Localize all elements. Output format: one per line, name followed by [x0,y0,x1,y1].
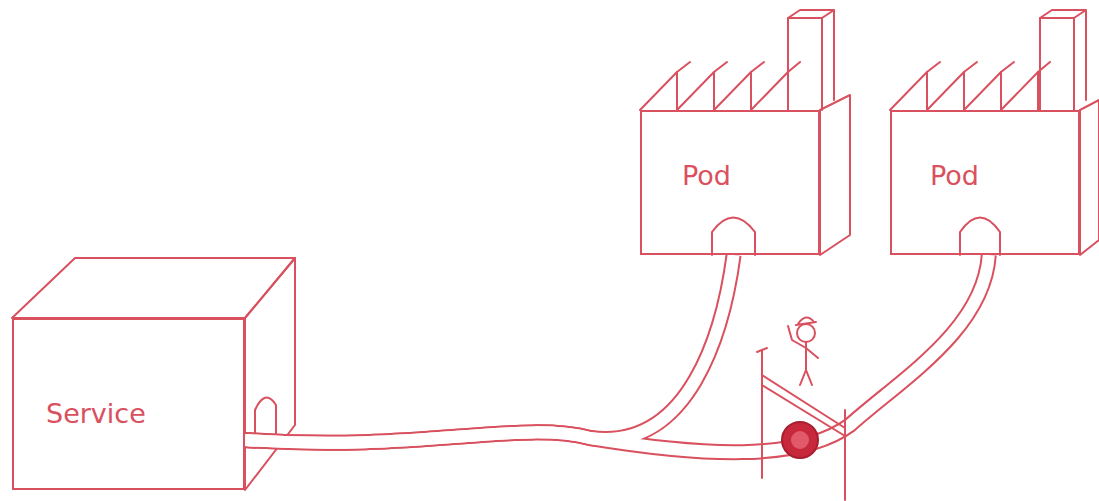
roof-depth [927,62,1050,72]
road-outlines [245,255,989,452]
road-connector [245,255,989,452]
chimney-depth [1040,10,1086,100]
guard-cap [796,317,816,325]
guard-head [797,324,815,342]
pod-side [820,95,850,255]
road-surfaces [245,255,989,452]
node-label: Pod [930,160,979,191]
pod-door [712,218,755,256]
roof-depth [677,62,800,72]
stop-sign [782,422,818,458]
gate-post [844,410,846,500]
pod-factory: Pod [890,110,1080,255]
road-connector [245,255,734,443]
service-box: Service [12,318,245,490]
guard-arms [788,326,818,358]
chimney [788,18,822,110]
stop-sign-center [791,431,809,449]
cube-side [245,258,295,490]
sawtooth-roof [890,72,1038,110]
pod-factory: Pod [640,110,820,255]
node-label: Service [46,398,146,429]
node-label: Pod [682,160,731,191]
pod-door [960,218,1000,256]
chimney-depth [788,10,834,100]
sawtooth-roof [640,72,788,110]
pod-side [1080,100,1099,255]
chimney [1040,18,1074,110]
gate-post [757,348,767,478]
road-surface [245,255,989,452]
road-surface [245,255,734,443]
